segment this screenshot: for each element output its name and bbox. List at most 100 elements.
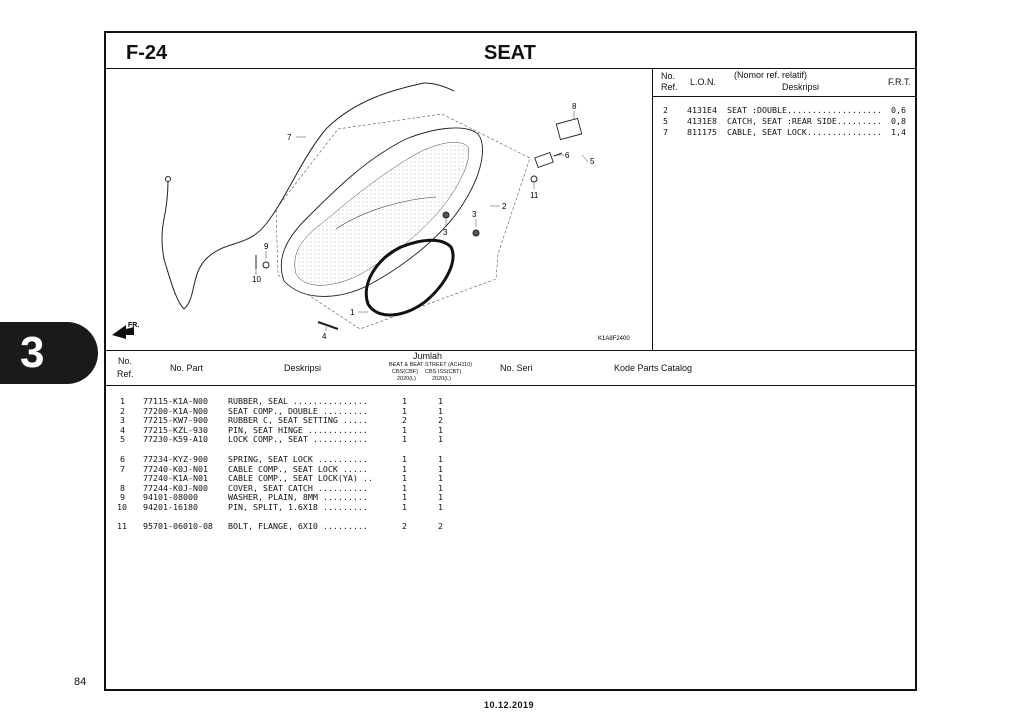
- parts-row-no: 3: [120, 415, 125, 425]
- parts-row-q1: 1: [402, 473, 407, 483]
- hinge-pin: [317, 321, 339, 330]
- front-arrow: FR.: [112, 322, 139, 339]
- parts-row-desc: LOCK COMP., SEAT ...........: [228, 434, 368, 444]
- parts-row-q1: 2: [402, 521, 407, 531]
- parts-row-desc: PIN, SPLIT, 1.6X18 .........: [228, 501, 368, 512]
- frt-row-desc: SEAT :DOUBLE...................: [727, 105, 882, 115]
- parts-row-no: 8: [120, 482, 125, 493]
- page-number: 84: [74, 676, 87, 688]
- parts-row-part: 94201-16180: [143, 501, 198, 512]
- parts-row-no: 10: [117, 501, 127, 512]
- parts-row-q1: 1: [402, 424, 407, 435]
- parts-row-desc: SEAT COMP., DOUBLE .........: [228, 405, 368, 416]
- frt-row-lon: 811175: [687, 127, 717, 137]
- parts-row-desc: WASHER, PLAIN, 8MM .........: [228, 492, 368, 502]
- parts-desc-header: Deskripsi: [284, 363, 322, 373]
- parts-row-part: 77234-KYZ-900: [143, 454, 208, 464]
- parts-row-part: 77230-K59-A10: [143, 434, 208, 444]
- callout: 3: [472, 210, 477, 219]
- page-frame: [104, 31, 917, 691]
- front-label: FR.: [128, 322, 139, 329]
- parts-row-part: 77215-KW7-900: [143, 415, 208, 425]
- frt-row-value: 1,4: [891, 127, 906, 137]
- footer-date: 10.12.2019: [484, 700, 535, 710]
- parts-row-no: 2: [120, 405, 125, 416]
- parts-year1-header: 2020(L): [397, 376, 416, 382]
- parts-ref-header: Ref.: [117, 369, 134, 379]
- frt-no-header: No.: [661, 71, 676, 81]
- parts-no-header: No.: [118, 356, 133, 366]
- frt-row-desc: CABLE, SEAT LOCK...............: [727, 127, 882, 137]
- page-title: SEAT: [484, 42, 536, 64]
- parts-row-part: 77200-K1A-N00: [143, 405, 208, 416]
- parts-row-q1: 1: [402, 405, 407, 416]
- frt-frt-header: F.R.T.: [888, 77, 912, 87]
- parts-row-desc: PIN, SEAT HINGE ............: [228, 424, 368, 435]
- parts-row-q2: 1: [438, 492, 443, 502]
- callout: 8: [572, 102, 577, 111]
- section-number: 3: [20, 328, 45, 377]
- parts-row-part: 77115-K1A-N00: [143, 396, 208, 406]
- frt-row-lon: 4131E4: [687, 105, 717, 115]
- parts-row-no: 4: [120, 424, 125, 435]
- parts-header-top: [105, 350, 916, 351]
- parts-row-q2: 2: [438, 521, 443, 531]
- parts-row-no: 11: [117, 521, 127, 531]
- parts-row-part: 95701-06010-08: [143, 521, 213, 531]
- parts-jumlah-header: Jumlah: [413, 351, 443, 361]
- parts-row-desc: SPRING, SEAT LOCK ..........: [228, 454, 368, 464]
- callout: 7: [287, 133, 292, 142]
- parts-row-q2: 1: [438, 501, 443, 512]
- parts-row-q1: 1: [402, 434, 407, 444]
- parts-row-q2: 1: [438, 482, 443, 493]
- parts-row-q1: 1: [402, 396, 407, 406]
- parts-row-part: 77240-K1A-N01: [143, 473, 208, 483]
- rubber-seal: [364, 238, 455, 317]
- diagram-divider: [652, 68, 653, 350]
- parts-year2-header: 2020(L): [432, 376, 451, 382]
- callout: 1: [350, 308, 355, 317]
- parts-model-header: BEAT & BEAT STREET (ACH110): [389, 362, 473, 368]
- parts-row-q1: 2: [402, 415, 407, 425]
- parts-row-desc: CABLE COMP., SEAT LOCK(YA) ..: [228, 473, 373, 483]
- parts-row-q1: 1: [402, 454, 407, 464]
- parts-row-q2: 1: [438, 396, 443, 406]
- parts-row-q2: 1: [438, 454, 443, 464]
- parts-col1-header: CBS(CBF): [392, 369, 418, 375]
- seat-lock-cable: [161, 82, 455, 310]
- parts-col2-header: CBS ISS(CBT): [425, 369, 462, 375]
- seat-outline-box: [275, 113, 531, 330]
- callout: 9: [264, 242, 269, 251]
- parts-row-q2: 1: [438, 473, 443, 483]
- parts-row-q1: 1: [402, 482, 407, 493]
- parts-kode-header: Kode Parts Catalog: [614, 363, 693, 373]
- parts-row-q2: 1: [438, 405, 443, 416]
- parts-row-part: 77244-K0J-N00: [143, 482, 208, 493]
- exploded-view-diagram: FR. 1 2 3 3 4 5 6 7 8 9 10 11 K1A8F2400: [112, 82, 630, 342]
- parts-seri-header: No. Seri: [500, 363, 533, 373]
- frt-row-value: 0,6: [891, 105, 906, 115]
- diagram-code: K1A8F2400: [598, 336, 630, 342]
- frt-header-divider: [653, 96, 916, 97]
- parts-row-desc: CABLE COMP., SEAT LOCK .....: [228, 463, 368, 474]
- parts-row-part: 94101-08000: [143, 492, 198, 502]
- parts-row-desc: RUBBER C, SEAT SETTING .....: [228, 415, 368, 425]
- seat-shape: [280, 127, 483, 297]
- callout: 10: [252, 275, 261, 284]
- parts-row-part: 77240-K0J-N01: [143, 463, 208, 474]
- callout: 2: [502, 202, 507, 211]
- frt-row-no: 2: [663, 105, 668, 115]
- parts-row-no: 9: [120, 492, 125, 502]
- parts-row-no: 5: [120, 434, 125, 444]
- frt-row-desc: CATCH, SEAT :REAR SIDE.........: [727, 116, 882, 126]
- rubber-settings: [255, 211, 480, 269]
- callout: 5: [590, 157, 595, 166]
- frt-row-value: 0,8: [891, 116, 906, 126]
- frt-row-no: 7: [663, 127, 668, 137]
- section-tab: 3: [0, 322, 98, 384]
- parts-header-bottom: [105, 385, 916, 386]
- figure-code: F-24: [126, 42, 168, 64]
- parts-row-q2: 2: [438, 415, 443, 425]
- header-divider: [105, 68, 916, 69]
- parts-row-q1: 1: [402, 501, 407, 512]
